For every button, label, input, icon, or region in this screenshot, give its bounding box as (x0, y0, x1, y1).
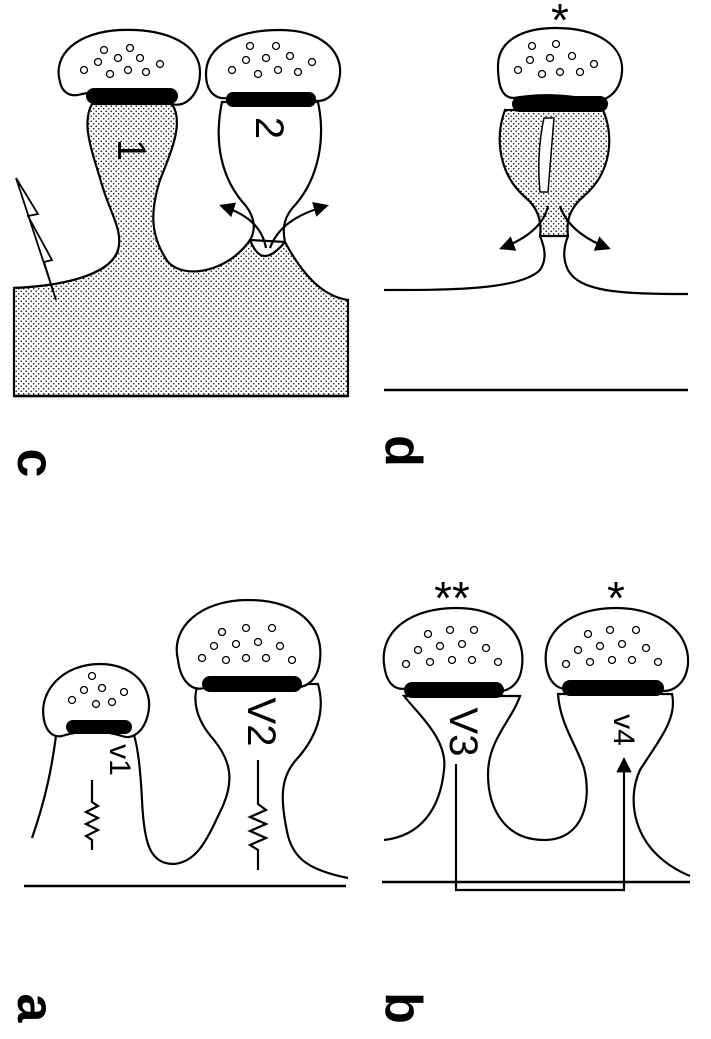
spine-label-b1: V3 (441, 708, 485, 757)
spine-label-b2: v4 (607, 714, 640, 746)
dendrite-membrane-b (384, 694, 690, 876)
postsynaptic-density-b1 (404, 682, 504, 698)
spine-head-d (500, 110, 609, 236)
postsynaptic-density-2 (226, 92, 316, 107)
panel-letter-c: c (6, 449, 64, 478)
star-b2: * (607, 572, 625, 624)
panel-b: V3 v4 ** * b (374, 572, 690, 1024)
postsynaptic-density-1 (86, 88, 178, 104)
postsynaptic-density-a1 (66, 720, 132, 734)
lightning-bolt-icon (16, 178, 56, 300)
dendrite-membrane-d (384, 236, 545, 290)
dendrite-membrane-d-right (564, 236, 688, 294)
interaction-arrow-v3-v4 (456, 760, 624, 890)
neck-resistance-a1 (86, 780, 98, 850)
postsynaptic-density-b2 (562, 680, 664, 696)
postsynaptic-density-a2 (202, 676, 302, 692)
star-d: * (551, 0, 569, 46)
stars-b1: ** (434, 572, 470, 624)
spine-label-a1: v1 (103, 744, 136, 776)
panel-letter-b: b (374, 992, 432, 1024)
panel-d: * d (374, 0, 688, 467)
postsynaptic-density-d (512, 96, 608, 112)
spine-label-c1: 1 (109, 139, 153, 161)
spine-label-a2: V2 (239, 698, 283, 747)
presynaptic-terminal-2 (206, 30, 340, 101)
panel-a: v1 V2 a (6, 600, 348, 1024)
neck-resistance-a2 (250, 760, 266, 870)
presynaptic-terminal-a2 (177, 600, 321, 689)
spine-label-c2: 2 (247, 117, 291, 139)
panel-letter-a: a (6, 994, 64, 1024)
panel-letter-d: d (374, 435, 432, 467)
panel-c: 1 2 c (6, 30, 348, 478)
